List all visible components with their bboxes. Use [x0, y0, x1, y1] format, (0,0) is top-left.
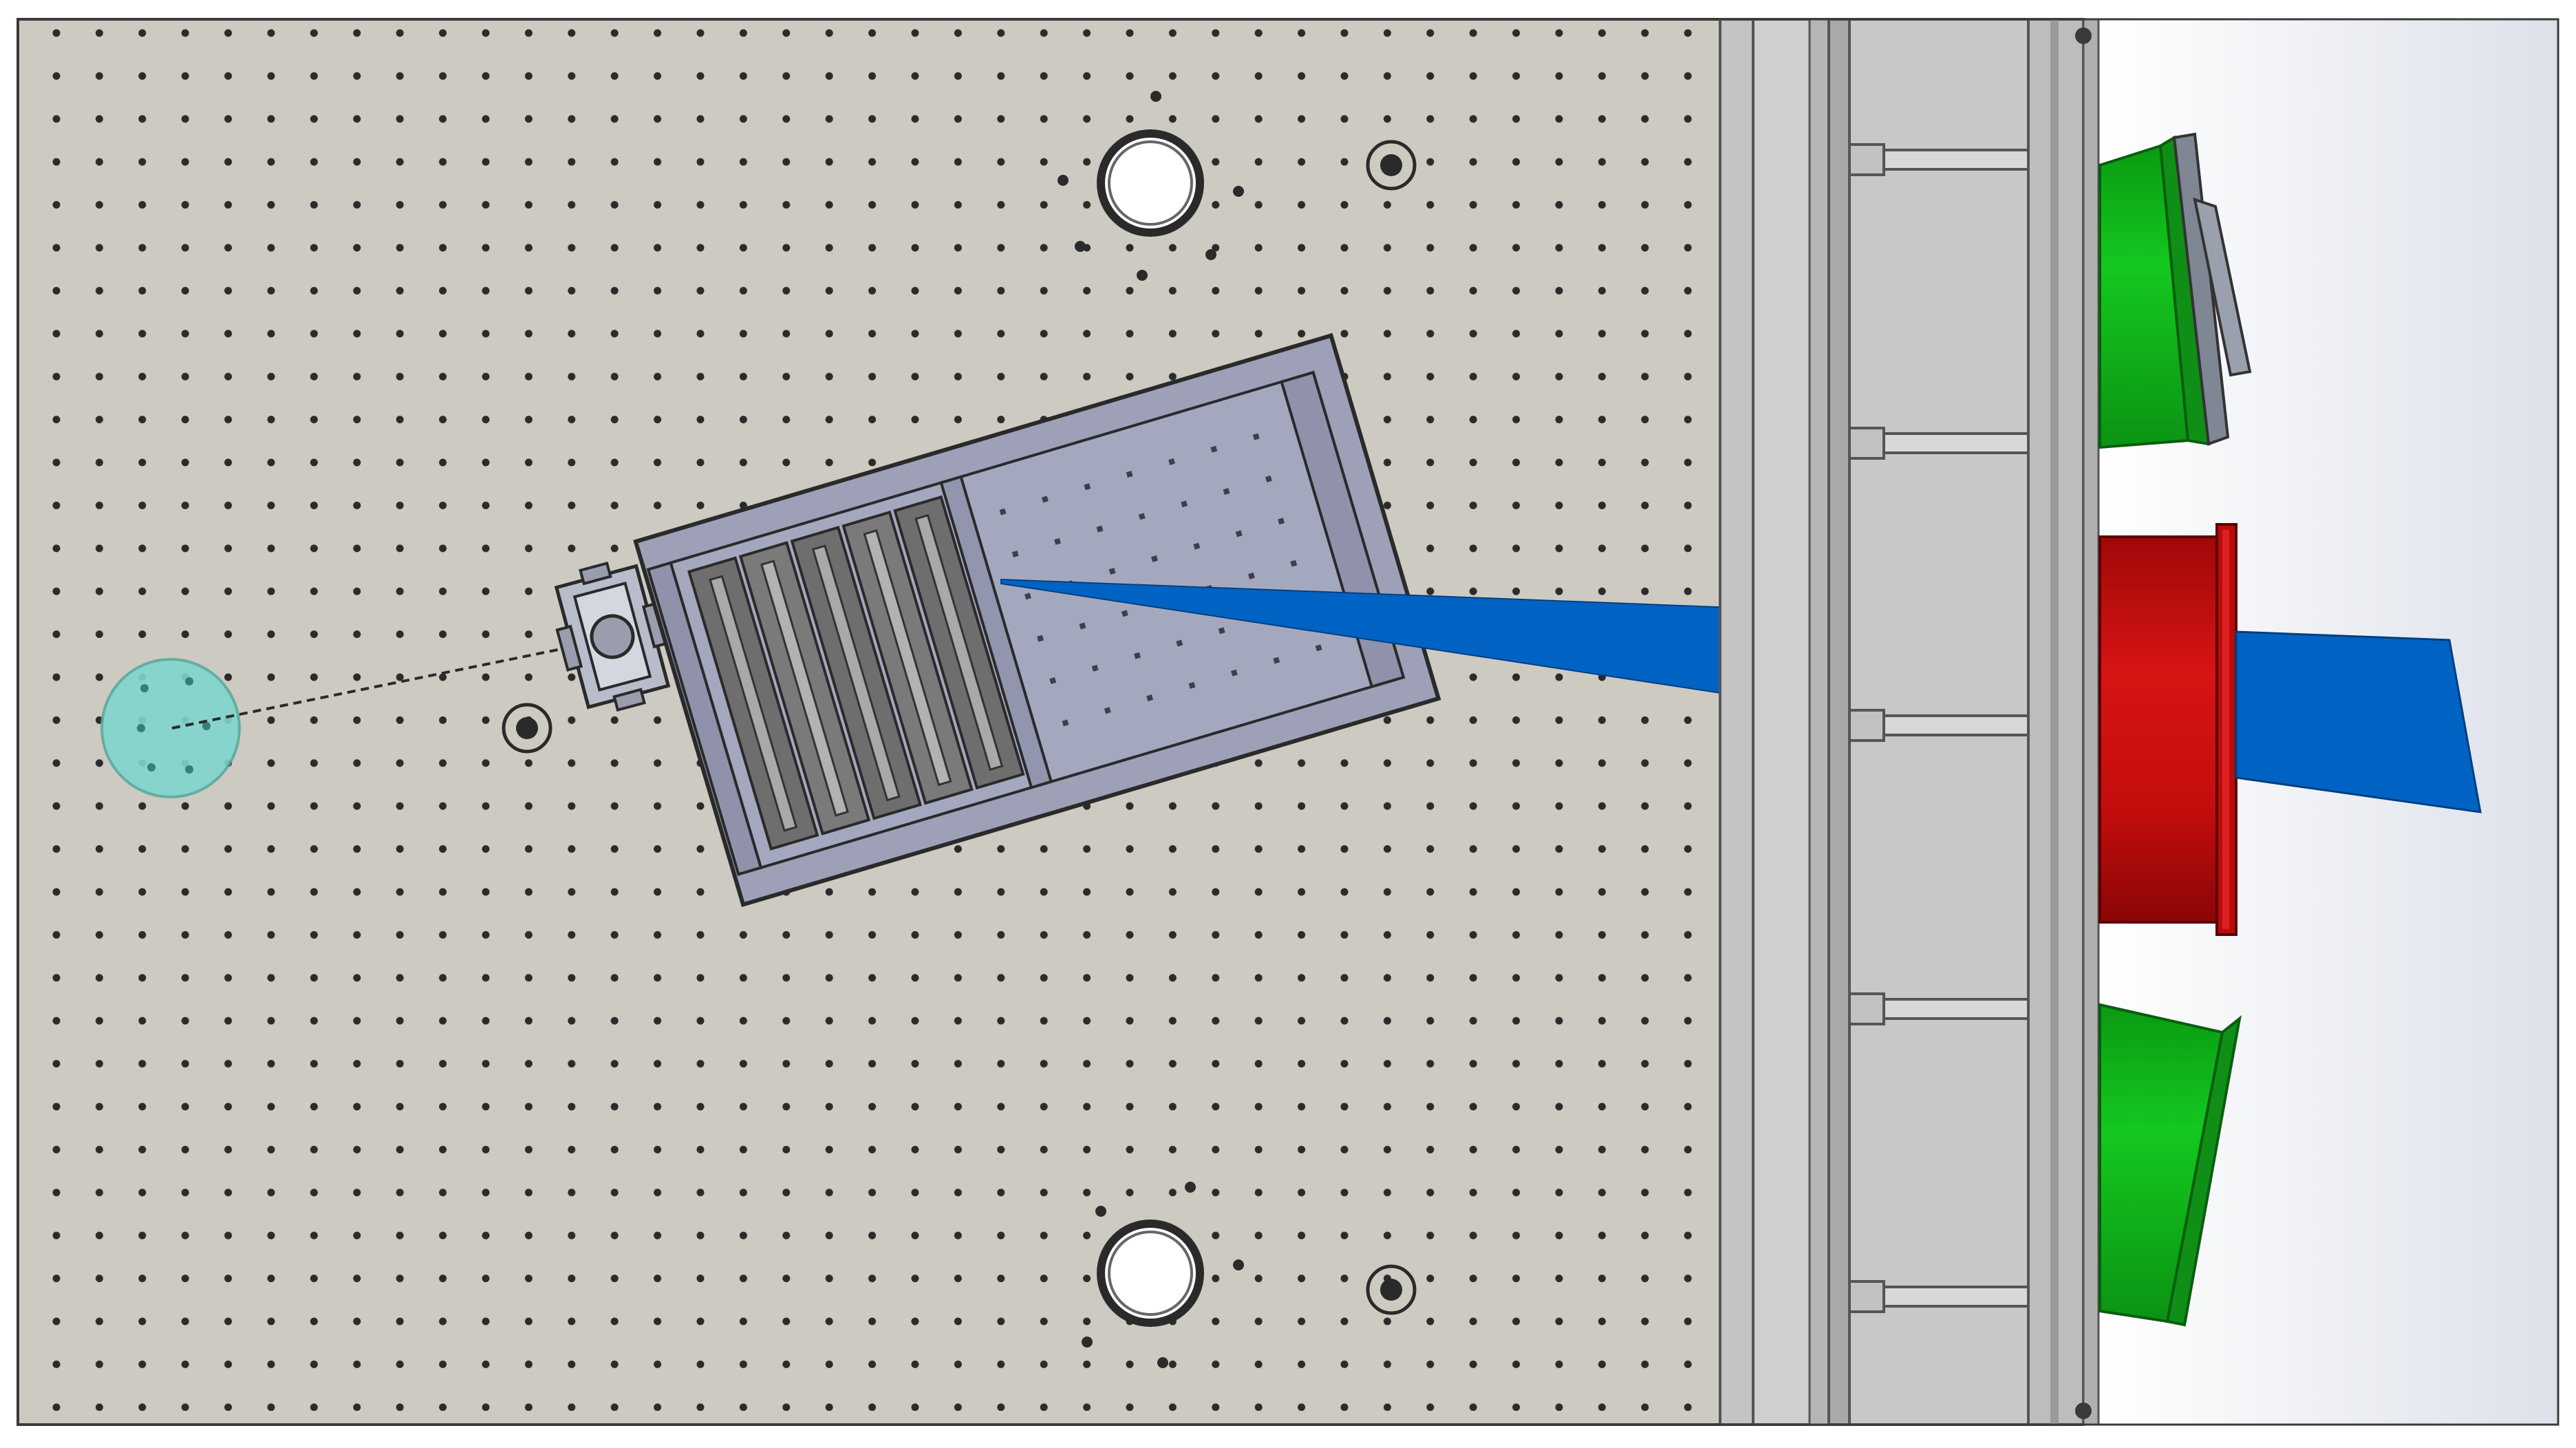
ring-mount-left [502, 703, 552, 754]
ring-mount-bottom [1366, 1264, 1417, 1315]
blue-beam-exit [2235, 630, 2482, 813]
cyan-sphere-source [100, 658, 241, 798]
green-port-bottom [2099, 1003, 2242, 1327]
frame-crossbars [1848, 143, 2030, 1313]
ring-mount-top [1366, 140, 1417, 191]
mounting-hole-bottom [1082, 1182, 1244, 1368]
green-port-top [2099, 132, 2252, 449]
grating-chamber [633, 332, 1441, 908]
mounting-hole-top [1058, 91, 1244, 281]
optical-axis-dashed [171, 639, 606, 730]
grating-slats [687, 495, 1025, 851]
aluminum-frame [1719, 18, 2100, 1426]
image-border [17, 18, 2559, 1426]
lens-mount [554, 561, 671, 712]
red-port-center [2099, 523, 2237, 936]
